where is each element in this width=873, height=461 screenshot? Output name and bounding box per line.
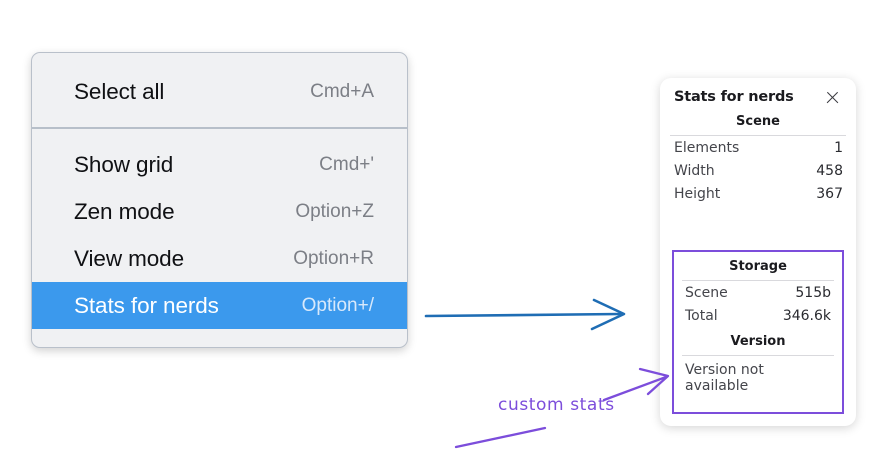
menu-item-shortcut: Cmd+' bbox=[319, 153, 374, 175]
stat-row: Width 458 bbox=[660, 159, 856, 182]
storage-section: Storage Scene 515b Total 346.6k bbox=[674, 252, 842, 327]
menu-item-shortcut: Option+Z bbox=[295, 200, 374, 222]
version-section: Version Version not available bbox=[674, 327, 842, 394]
menu-item-show-grid[interactable]: Show grid Cmd+' bbox=[32, 141, 407, 188]
menu-separator bbox=[32, 127, 407, 129]
close-icon[interactable] bbox=[825, 90, 840, 105]
stat-value: 458 bbox=[816, 162, 843, 179]
stat-label: Width bbox=[674, 162, 715, 179]
version-text: Version not available bbox=[685, 362, 764, 394]
menu-item-zen-mode[interactable]: Zen mode Option+Z bbox=[32, 188, 407, 235]
stat-value: 346.6k bbox=[782, 307, 831, 324]
stat-label: Total bbox=[685, 307, 718, 324]
blue-arrow bbox=[424, 298, 626, 331]
menu-item-label: Select all bbox=[74, 79, 165, 104]
stat-value: 515b bbox=[795, 284, 831, 301]
stat-label: Elements bbox=[674, 139, 740, 156]
stat-row: Total 346.6k bbox=[674, 304, 842, 327]
context-menu[interactable]: Select all Cmd+A Show grid Cmd+' Zen mod… bbox=[31, 52, 408, 348]
panel-header: Stats for nerds bbox=[660, 78, 856, 105]
stats-for-nerds-panel[interactable]: Stats for nerds Scene Elements 1 Width 4… bbox=[660, 78, 856, 426]
stat-row: Scene 515b bbox=[674, 281, 842, 304]
menu-item-label: Stats for nerds bbox=[74, 292, 219, 318]
stat-label: Scene bbox=[685, 284, 728, 301]
menu-item-shortcut: Option+R bbox=[293, 247, 374, 269]
custom-stats-annotation-label: custom stats bbox=[498, 395, 615, 415]
scene-section: Scene Elements 1 Width 458 Height 367 bbox=[660, 105, 856, 205]
purple-underline-stroke bbox=[454, 426, 547, 449]
stat-row: Elements 1 bbox=[660, 136, 856, 159]
menu-item-view-mode[interactable]: View mode Option+R bbox=[32, 235, 407, 282]
menu-footer bbox=[32, 329, 407, 346]
menu-group-primary: Select all Cmd+A bbox=[32, 53, 407, 127]
stat-row: Height 367 bbox=[660, 182, 856, 205]
section-divider bbox=[670, 135, 846, 136]
section-divider bbox=[682, 280, 834, 281]
version-section-heading: Version bbox=[730, 334, 786, 349]
menu-item-select-all[interactable]: Select all Cmd+A bbox=[32, 53, 407, 127]
menu-group-secondary: Show grid Cmd+' Zen mode Option+Z View m… bbox=[32, 129, 407, 329]
section-divider bbox=[682, 355, 834, 356]
menu-item-stats-for-nerds[interactable]: Stats for nerds Option+/ bbox=[32, 282, 407, 329]
menu-item-label: View mode bbox=[74, 245, 184, 271]
stat-label: Height bbox=[674, 185, 721, 202]
custom-stats-highlight-box: Storage Scene 515b Total 346.6k Version … bbox=[672, 250, 844, 414]
menu-item-label: Zen mode bbox=[74, 198, 175, 224]
scene-section-heading: Scene bbox=[736, 114, 780, 129]
stat-value: 1 bbox=[834, 139, 843, 156]
storage-section-heading: Storage bbox=[729, 259, 787, 274]
menu-item-label: Show grid bbox=[74, 151, 174, 177]
menu-item-shortcut: Cmd+A bbox=[310, 81, 374, 102]
menu-item-shortcut: Option+/ bbox=[301, 294, 374, 316]
stat-value: 367 bbox=[816, 185, 843, 202]
panel-title: Stats for nerds bbox=[674, 89, 794, 105]
